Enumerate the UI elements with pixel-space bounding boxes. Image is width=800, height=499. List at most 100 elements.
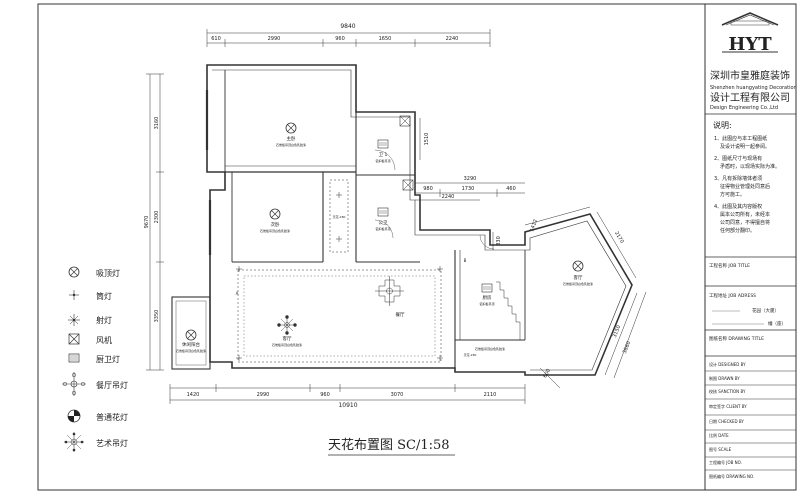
plus-cross-icon	[69, 290, 79, 300]
note-line: 2、图纸尺寸与现场有	[714, 155, 762, 162]
room-labels: 主卧 石膏板吊顶白色乳胶漆 次卧 石膏板吊顶白色乳胶漆 卫 1 铝扣板吊顶 公卫…	[176, 135, 593, 357]
room-note: 铝扣板吊顶	[375, 158, 390, 163]
legend-label: 厨卫灯	[96, 354, 120, 364]
dim-bottom: 2110	[484, 392, 497, 398]
notes-block: 说明: 1、此图应与本工程图纸 及设计说明一起参阅。 2、图纸尺寸与现场有 矛盾…	[713, 120, 780, 234]
dim-left: 2300	[154, 211, 160, 224]
note-line: 4、此图及其内容版权	[714, 203, 762, 210]
legend: 吸顶灯 筒灯 射灯 风机 厨卫灯	[62, 266, 128, 452]
small-label: A	[236, 291, 239, 296]
room-note: 铝扣板吊顶	[479, 301, 494, 306]
dim-top: 2990	[268, 36, 281, 42]
note-line: 方可施工。	[720, 191, 745, 198]
dim-right: 600	[542, 368, 552, 379]
room-note: 石膏板吊顶白色乳胶漆	[563, 281, 593, 286]
room-note: 石膏板吊顶白色乳胶漆	[176, 348, 206, 353]
room-note: 石膏板吊顶白色乳胶漆	[272, 342, 302, 347]
ceiling-light-icon	[269, 208, 281, 220]
outer-wall	[206, 64, 633, 376]
room-name: 餐厅	[396, 311, 405, 318]
dim-bottom: 1420	[187, 392, 200, 398]
plan-title: 天花布置图 SC/1:58	[328, 437, 450, 453]
room-name: 公卫	[379, 220, 388, 226]
level-note: 天花-280	[333, 214, 346, 219]
tb-row: 制图 DRAWN BY	[709, 375, 740, 381]
ceiling-light-icon	[185, 329, 197, 341]
drawing-name-label: 图纸名称 DRAWING TITLE	[709, 335, 764, 342]
dim-mid: 1730	[462, 186, 475, 192]
note-line: 及设计说明一起参阅。	[720, 143, 770, 150]
floor-plan	[146, 29, 647, 404]
dim-bottom-total: 10910	[338, 402, 357, 409]
living-ceiling-outline	[237, 269, 442, 363]
room-name: 客厅	[283, 335, 292, 342]
dim-left-total: 9670	[144, 216, 150, 229]
tb-row: 审定签字 CLIENT BY	[709, 403, 747, 409]
dim-left: 3350	[154, 310, 160, 323]
company-name-cn-2: 设计工程有限公司	[710, 91, 790, 104]
dining-chandelier-icon	[375, 276, 404, 306]
address-suffix-2: 幢（座）	[768, 320, 786, 327]
dim-top: 960	[335, 36, 345, 42]
fixtures	[185, 122, 584, 361]
ceiling-light-icon	[285, 122, 297, 134]
dim-left: 3160	[154, 117, 160, 130]
dimension-labels: 9840 610 2990 960 1650 2240 3290 980 173…	[144, 23, 632, 409]
room-note: 铝扣板吊顶	[375, 226, 390, 231]
downlight-icon	[336, 192, 342, 198]
dim-top: 1650	[379, 36, 392, 42]
dim-right: 1412	[529, 219, 539, 233]
room-name: 卫 1	[379, 152, 388, 158]
tb-row: 设计 DESIGNED BY	[709, 361, 746, 367]
note-line: 公司同意，不得擅自将	[720, 219, 770, 226]
legend-label: 风机	[96, 335, 112, 345]
note-line: 征得物业管理处同意后	[720, 183, 770, 190]
company-name-cn-1: 深圳市皇雅庭装饰	[710, 69, 790, 82]
downlight-icon	[236, 355, 242, 361]
half-disk-icon	[67, 409, 81, 423]
art-chandelier-icon	[277, 315, 297, 335]
logo: HYT	[721, 12, 779, 55]
room-name: 厨房	[483, 294, 492, 301]
legend-label: 餐厅吊灯	[96, 380, 128, 390]
box-x-icon	[68, 333, 80, 345]
title-block-rows: 设计 DESIGNED BY 制图 DRAWN BY 校核 SANCTION B…	[705, 361, 796, 479]
note-line: 矛盾时，以现场实际为准。	[720, 163, 780, 170]
bath-light-icon	[68, 353, 80, 363]
legend-label: 吸顶灯	[96, 268, 120, 278]
dim-mid: 980	[423, 186, 433, 192]
room-note: 石膏板吊顶白色乳胶漆	[276, 142, 306, 147]
dim-right: 2170	[613, 230, 625, 244]
art-chandelier-icon	[64, 432, 84, 452]
tb-row: 工程编号 JOB NO.	[709, 459, 742, 465]
room-name: 主卧	[287, 135, 296, 142]
tb-row: 比例 DATE	[709, 432, 729, 438]
dim-right: 3860	[622, 341, 632, 355]
downlight-icon	[437, 266, 443, 272]
ceiling-light-icon	[572, 260, 584, 272]
job-address-label: 工程地址 JOB ADRESS	[709, 292, 756, 299]
note-line: 1、此图应与本工程图纸	[714, 135, 767, 142]
bath-light-icon	[377, 139, 389, 149]
legend-label: 普通花灯	[96, 412, 128, 422]
legend-label: 艺术吊灯	[96, 438, 128, 448]
dim-right: 3150	[612, 325, 622, 339]
legend-label: 射灯	[96, 315, 112, 325]
dim-mid: 460	[506, 186, 516, 192]
dim-mid: 3290	[464, 176, 477, 182]
note-line: 3、凡有拆除墙体者须	[714, 175, 762, 182]
level-note: 天花-280	[464, 352, 477, 357]
bath-light-icon	[377, 207, 389, 217]
logo-text: HYT	[728, 34, 772, 55]
room-name: 客厅	[574, 274, 583, 281]
dim-top-total: 9840	[340, 23, 355, 30]
room-name: 次卧	[271, 221, 280, 228]
dim-bottom: 3070	[391, 392, 404, 398]
small-label: B	[464, 258, 467, 263]
dim-right: 1510	[424, 133, 430, 146]
dining-chandelier-icon	[62, 372, 86, 396]
ceiling-note: 石膏板吊顶白色乳胶漆	[475, 346, 505, 351]
dim-mid-2240: 2240	[442, 194, 455, 200]
